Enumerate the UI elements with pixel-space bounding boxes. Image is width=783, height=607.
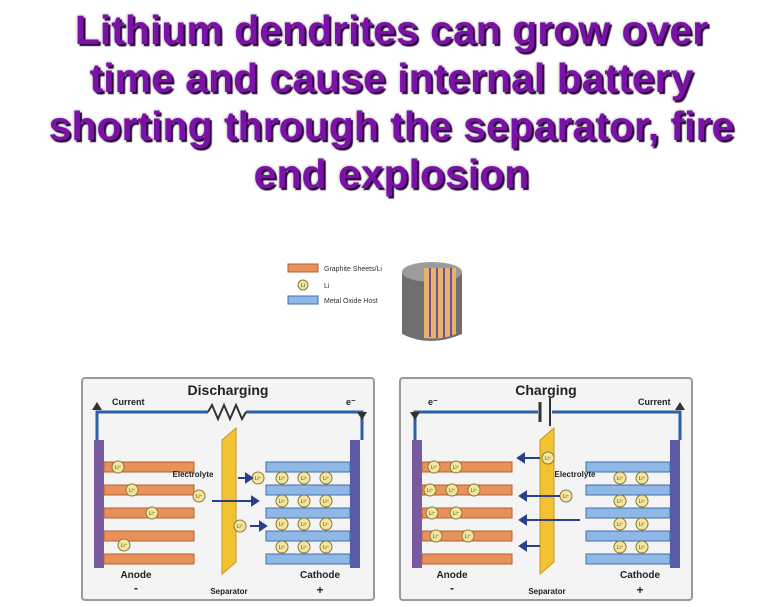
charging-electron-arrow	[410, 412, 420, 420]
charging-separator	[539, 426, 555, 576]
charging-cathode	[585, 440, 680, 568]
legend-graphite-label: Graphite Sheets/Li	[324, 266, 382, 273]
ion-label: Li⁺	[427, 488, 434, 494]
ion-label: Li⁺	[323, 499, 330, 505]
ion-label: Li⁺	[433, 534, 440, 540]
discharging-anode-label: Anode	[120, 570, 152, 581]
legend-graphite-swatch	[287, 263, 319, 273]
charging-power-source	[538, 398, 551, 426]
ion-label: Li⁺	[323, 545, 330, 551]
legend-metal-oxide-label: Metal Oxide Host	[324, 298, 378, 305]
discharging-anode-sign: -	[134, 581, 138, 595]
ion-label: Li⁺	[237, 524, 244, 530]
discharging-cathode-label: Cathode	[300, 570, 340, 581]
ion-label: Li⁺	[255, 476, 262, 482]
discharging-panel: Discharging Current e⁻ Electrolyte	[81, 377, 375, 601]
ion-label: Li⁺	[563, 494, 570, 500]
cylinder-cell-icon	[402, 262, 462, 341]
ion-label: Li⁺	[639, 476, 646, 482]
legend-li-icon	[297, 279, 309, 291]
ion-label: Li⁺	[301, 476, 308, 482]
ion-label: Li⁺	[639, 499, 646, 505]
ion-label: Li⁺	[301, 499, 308, 505]
discharging-electron-label: e⁻	[346, 397, 356, 407]
ion-label: Li⁺	[323, 476, 330, 482]
ion-label: Li⁺	[301, 522, 308, 528]
ion-label: Li⁺	[429, 511, 436, 517]
charging-title: Charging	[515, 382, 576, 398]
ion-label: Li⁺	[431, 465, 438, 471]
charging-ion-arrows	[516, 452, 580, 552]
discharging-current-arrow	[92, 402, 102, 410]
ion-label: Li⁺	[279, 499, 286, 505]
charging-electron-label: e⁻	[428, 397, 438, 407]
discharging-separator-label: Separator	[210, 587, 247, 596]
discharging-cathode-sign: +	[316, 583, 323, 597]
charging-anode-label: Anode	[436, 570, 468, 581]
ion-label: Li⁺	[471, 488, 478, 494]
headline-line-3: shorting through the separator, fire	[48, 103, 735, 149]
headline-line-4: end explosion	[253, 151, 530, 197]
ion-label: Li⁺	[617, 522, 624, 528]
headline-line-1: Lithium dendrites can grow over	[74, 7, 709, 53]
ion-label: Li⁺	[465, 534, 472, 540]
ion-label: Li⁺	[149, 511, 156, 517]
charging-separator-label: Separator	[528, 587, 565, 596]
ion-label: Li⁺	[301, 545, 308, 551]
charging-anode	[412, 440, 513, 568]
charging-panel: Charging e⁻ Current Electrolyte	[399, 377, 693, 601]
ion-label: Li⁺	[639, 545, 646, 551]
charging-anode-sign: -	[450, 581, 454, 595]
headline-line-2: time and cause internal battery	[89, 55, 694, 101]
ion-label: Li⁺	[453, 511, 460, 517]
ion-label: Li⁺	[196, 494, 203, 500]
charging-cathode-label: Cathode	[620, 570, 660, 581]
legend-li-icon-text: Li	[301, 283, 305, 289]
discharging-electrolyte-label: Electrolyte	[173, 470, 214, 479]
discharging-ion-arrows	[212, 472, 268, 532]
ion-label: Li⁺	[617, 545, 624, 551]
discharging-ions: Li⁺ Li⁺ Li⁺ Li⁺ Li⁺ Li⁺ Li⁺ Li⁺ Li⁺ Li⁺ Li⁺ Li⁺ Li⁺ L…	[111, 460, 333, 554]
ion-label: Li⁺	[323, 522, 330, 528]
ion-label: Li⁺	[115, 465, 122, 471]
discharging-resistor	[207, 402, 247, 422]
ion-label: Li⁺	[453, 465, 460, 471]
ion-label: Li⁺	[279, 522, 286, 528]
ion-label: Li⁺	[617, 476, 624, 482]
charging-cathode-sign: +	[636, 583, 643, 597]
discharging-cathode	[265, 440, 360, 568]
legend-li-label: Li	[324, 283, 330, 290]
charging-current-label: Current	[638, 397, 671, 407]
ion-label: Li⁺	[129, 488, 136, 494]
ion-label: Li⁺	[279, 476, 286, 482]
ion-label: Li⁺	[121, 543, 128, 549]
ion-label: Li⁺	[449, 488, 456, 494]
charging-ions: Li⁺ Li⁺ Li⁺ Li⁺ Li⁺ Li⁺ Li⁺ Li⁺ Li⁺ Li⁺ Li⁺ Li⁺ Li⁺ L…	[423, 451, 649, 554]
discharging-electron-arrow	[357, 412, 367, 420]
charging-electrolyte-label: Electrolyte	[555, 470, 596, 479]
discharging-title: Discharging	[188, 382, 269, 398]
ion-label: Li⁺	[639, 522, 646, 528]
charging-current-arrow	[675, 402, 685, 410]
ion-label: Li⁺	[279, 545, 286, 551]
ion-label: Li⁺	[617, 499, 624, 505]
legend: Graphite Sheets/Li Li Li Metal Oxide Hos…	[287, 263, 382, 305]
legend-metal-oxide-swatch	[287, 295, 319, 305]
headline: Lithium dendrites can grow over time and…	[0, 6, 783, 198]
ion-label: Li⁺	[545, 456, 552, 462]
discharging-current-label: Current	[112, 397, 145, 407]
